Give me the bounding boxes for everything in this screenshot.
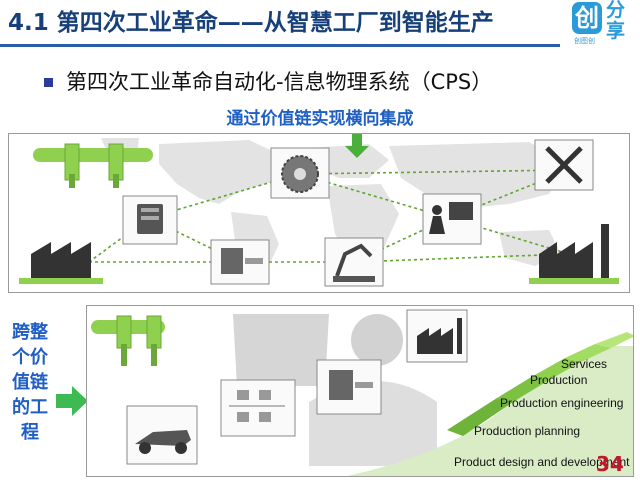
- stage-label-production: Production: [530, 373, 588, 387]
- side-label-line: 个价: [12, 347, 48, 368]
- integration-label: 通过价值链实现横向集成: [226, 109, 414, 129]
- bullet-icon: [44, 78, 53, 87]
- factory-icon: [19, 242, 103, 284]
- factory-icon: [529, 224, 619, 284]
- tools-icon: [534, 139, 594, 191]
- side-label-line: 值链: [12, 372, 48, 393]
- pipeline-icon: [91, 315, 165, 366]
- side-label-line: 的工: [12, 397, 48, 418]
- section-subtitle: 第四次工业革命自动化-信息物理系统（CPS）: [66, 70, 493, 94]
- car-icon: [126, 405, 198, 465]
- logo: 创 分 享 创图创: [570, 0, 640, 48]
- title-underline: [0, 44, 560, 47]
- arrow-down-icon: [345, 134, 369, 158]
- horizontal-integration-panel: [8, 133, 630, 293]
- value-chain-label: 跨整 个价 值链 的工 程: [4, 320, 56, 445]
- value-chain-diagram: [91, 309, 633, 476]
- value-chain-panel: [86, 305, 634, 477]
- stage-label-engineering: Production engineering: [500, 396, 624, 410]
- logo-text-bottom: 享: [606, 20, 626, 42]
- page-number: 34: [596, 452, 624, 476]
- stage-label-planning: Production planning: [474, 424, 581, 438]
- flowchart-icon: [220, 379, 296, 437]
- world-map-diagram: [19, 134, 619, 287]
- machine-icon: [210, 239, 270, 285]
- stage-label-design: Product design and development: [454, 455, 630, 469]
- value-chain-stairs: [346, 332, 633, 476]
- side-label-line: 跨整: [12, 322, 48, 343]
- computer-workstation-icon: [422, 193, 482, 245]
- logo-mark: 创: [572, 2, 602, 34]
- stage-label-services: Services: [561, 357, 608, 371]
- robot-arm-icon: [324, 237, 384, 287]
- logo-subtext: 创图创: [574, 37, 595, 45]
- logo-text-top: 分: [606, 0, 626, 21]
- machine-icon: [316, 359, 382, 415]
- hand-device-icon: [122, 195, 178, 245]
- pipeline-icon: [33, 143, 153, 188]
- saw-blade-icon: [270, 147, 330, 199]
- arrow-right-icon: [56, 386, 88, 416]
- page-title: 4.1 第四次工业革命——从智慧工厂到智能生产: [8, 10, 494, 36]
- side-label-line: 程: [21, 422, 39, 443]
- factory-icon: [406, 309, 468, 363]
